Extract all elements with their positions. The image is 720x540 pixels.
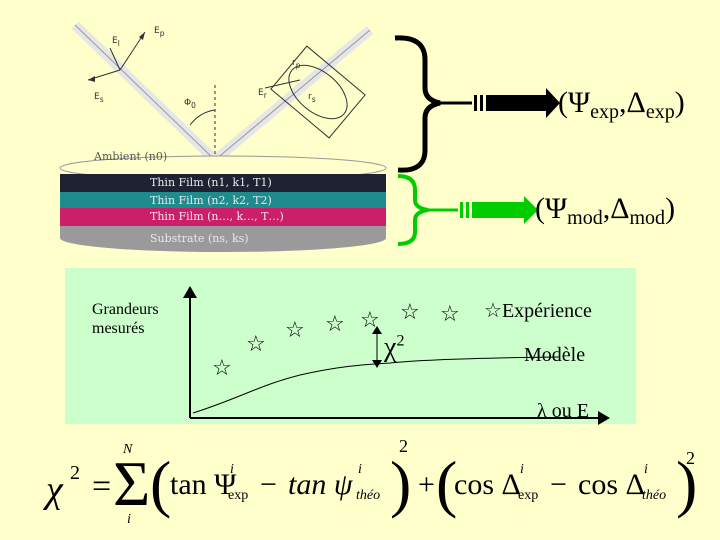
polarisation-frame	[270, 45, 366, 139]
formula-cos-delta-theo: cos Δ	[578, 468, 645, 501]
es-label: Es	[94, 92, 104, 104]
experimental-point-star-icon: ☆	[360, 308, 380, 333]
experimental-result: (Ψexp,Δexp)	[558, 86, 685, 123]
model-result: (Ψmod,Δmod)	[535, 192, 676, 229]
formula-minus-1: −	[260, 468, 277, 501]
formula-chi-exp: 2	[70, 462, 80, 484]
layer-label: Thin Film (n1, k1, T1)	[150, 176, 272, 189]
formula-tan2-sup: i	[358, 462, 362, 477]
formula-paren-close-2: )	[676, 448, 698, 519]
experimental-point-star-icon: ☆	[212, 356, 232, 381]
experimental-point-star-icon: ☆	[285, 318, 305, 343]
formula-cos2-sup: i	[644, 462, 648, 477]
formula-equals: =	[92, 468, 112, 505]
formula-tan1-sub: exp	[228, 488, 249, 503]
incidence-angle-arc	[189, 109, 216, 126]
formula-paren-close-1: )	[390, 448, 412, 519]
polarisation-ellipse	[288, 64, 348, 120]
formula-tan-psi-theo: tan ψ	[288, 468, 353, 501]
er-label: Er	[258, 88, 267, 100]
ambient-label: Ambient (n0)	[94, 150, 168, 163]
phi-label: Φ0	[184, 98, 196, 110]
ep-label: Ep	[154, 26, 165, 38]
er-vector	[264, 79, 301, 89]
experimental-point-star-icon: ☆	[246, 332, 266, 357]
layer-3: Thin Film (n…, k…, T…)	[60, 208, 386, 228]
formula-square-1: 2	[399, 436, 408, 456]
formula-sigma: Σ	[113, 448, 151, 519]
formula-cos2-sub: théo	[642, 488, 667, 503]
layer-4: Substrate (ns, ks)	[60, 226, 386, 252]
experimental-point-star-icon: ☆	[325, 312, 345, 337]
plot-y-label: Grandeurs mesurés	[92, 301, 159, 337]
formula-tan1-sup: i	[230, 462, 234, 477]
arrow-model	[428, 196, 538, 224]
rp-label: rp	[292, 58, 301, 70]
arrow-experimental	[440, 88, 560, 118]
formula-paren-open-2: (	[436, 448, 458, 519]
fit-plot-panel	[65, 268, 636, 424]
formula-sum-bottom: i	[127, 512, 131, 527]
el-vector	[109, 47, 121, 71]
chi-label: χ2	[384, 332, 405, 363]
formula-minus-2: −	[550, 468, 567, 501]
plot-x-label: λ ou E	[537, 400, 589, 422]
legend-model: Modèle	[524, 344, 586, 366]
layer-label: Thin Film (n…, k…, T…)	[150, 210, 284, 223]
layer-label: Thin Film (n2, k2, T2)	[150, 194, 272, 207]
formula-cos-delta-exp: cos Δ	[454, 468, 521, 501]
legend-star-icon: ☆	[484, 300, 502, 322]
legend-experience: ☆Expérience	[484, 300, 592, 322]
el-label: El	[112, 36, 120, 48]
formula-sum-top: N	[123, 442, 133, 457]
experimental-point-star-icon: ☆	[440, 302, 460, 327]
formula-cos1-sup: i	[520, 462, 524, 477]
experimental-point-star-icon: ☆	[400, 300, 420, 325]
formula-plus: +	[418, 468, 435, 501]
formula-paren-open-1: (	[150, 448, 172, 519]
formula-chi: χ	[46, 469, 63, 511]
model-curve	[192, 356, 561, 414]
rs-label: rs	[308, 92, 316, 104]
chi-square-formula: χ 2 = N Σ i ( tan Ψ i exp − tan ψ i théo…	[40, 436, 710, 538]
layer-1: Thin Film (n1, k1, T1)	[60, 174, 386, 194]
layer-2: Thin Film (n2, k2, T2)	[60, 192, 386, 210]
formula-cos1-sub: exp	[518, 488, 539, 503]
layer-label: Substrate (ns, ks)	[150, 232, 249, 245]
formula-tan-psi-exp: tan Ψ	[170, 468, 237, 501]
formula-square-2: 2	[686, 448, 695, 468]
formula-tan2-sub: théo	[356, 488, 381, 503]
